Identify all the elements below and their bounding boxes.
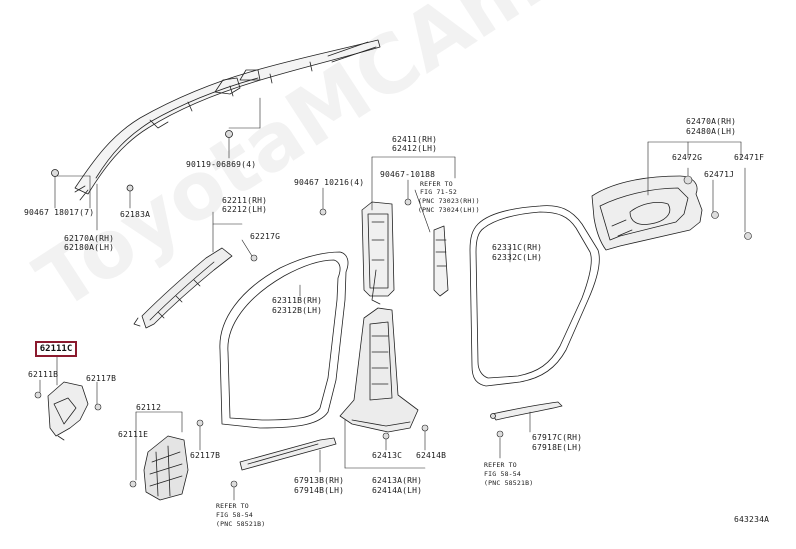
refer-fig71-line2: FIG 71-52 xyxy=(420,188,458,196)
rear-scuff-plate xyxy=(490,401,563,421)
label-62112: 62112 xyxy=(136,403,162,412)
refer-fig71-line4: (PNC 73024(LH)) xyxy=(418,206,480,214)
refer-fig71-line3: (PNC 73023(RH)) xyxy=(418,197,480,205)
refer-fig58-right-line3: (PNC 58521B) xyxy=(484,479,534,487)
label-62480A: 62480A(LH) xyxy=(686,127,737,136)
cowl-side-trim xyxy=(47,381,89,441)
label-62471F: 62471F xyxy=(734,153,765,162)
label-62414A: 62414A(LH) xyxy=(372,486,423,495)
label-62183A: 62183A xyxy=(120,210,151,219)
clips-roof xyxy=(51,130,233,192)
label-62413A: 62413A(RH) xyxy=(372,476,423,485)
refer-fig58-right-line2: FIG 58-54 xyxy=(484,470,522,478)
leaders-misc xyxy=(299,189,511,297)
label-62413C: 62413C xyxy=(372,451,403,460)
seat-belt-anchor xyxy=(433,225,449,297)
leaders-kick xyxy=(129,411,238,501)
label-62331C: 62331C(RH) xyxy=(492,243,543,252)
label-62111E: 62111E xyxy=(118,430,149,439)
rear-door-opening-trim xyxy=(469,205,600,387)
label-62212: 62212(LH) xyxy=(222,205,268,214)
leaders-center-upper xyxy=(319,156,456,216)
label-90467-18017: 90467 18017(7) xyxy=(24,208,95,217)
label-67914B: 67914B(LH) xyxy=(294,486,345,495)
label-62180A: 62180A(LH) xyxy=(64,243,115,252)
refer-fig58-left-line2: FIG 58-54 xyxy=(216,511,254,519)
front-scuff-plate xyxy=(239,437,337,471)
label-62414B: 62414B xyxy=(416,451,447,460)
refer-fig58-left-line3: (PNC 58521B) xyxy=(216,520,266,528)
label-62412: 62412(LH) xyxy=(392,144,438,153)
leaders-front-pillar xyxy=(212,211,258,262)
refer-fig58-left-line1: REFER TO xyxy=(216,502,249,510)
label-90467-10188: 90467-10188 xyxy=(380,170,436,179)
roof-side-garnish xyxy=(74,39,381,201)
front-door-opening-trim xyxy=(219,251,349,429)
label-62411: 62411(RH) xyxy=(392,135,438,144)
front-pillar-garnish xyxy=(133,247,233,329)
label-62332C: 62332C(LH) xyxy=(492,253,543,262)
leaders-center-lower xyxy=(344,419,429,469)
label-62470A: 62470A(RH) xyxy=(686,117,737,126)
label-90467-10216: 90467 10216(4) xyxy=(294,178,365,187)
center-pillar-lower xyxy=(339,307,419,433)
leaders-rear-scuff xyxy=(496,411,531,459)
label-62217G: 62217G xyxy=(250,232,281,241)
refer-fig58-right-line1: REFER TO xyxy=(484,461,517,469)
label-62117B-upper: 62117B xyxy=(86,374,117,383)
leaders-roof xyxy=(54,97,261,231)
label-62312B: 62312B(LH) xyxy=(272,306,323,315)
highlighted-part-62111C[interactable]: 62111C xyxy=(35,341,77,357)
label-62117B-lower: 62117B xyxy=(190,451,221,460)
label-90119-06869: 90119-06869(4) xyxy=(186,160,257,169)
figure-number: 643234A xyxy=(734,515,770,524)
label-67918E: 67918E(LH) xyxy=(532,443,583,452)
refer-fig71-line1: REFER TO xyxy=(420,180,453,188)
label-62472G: 62472G xyxy=(672,153,703,162)
leaders-cowl xyxy=(34,356,102,411)
label-62111B: 62111B xyxy=(28,370,59,379)
label-62471J: 62471J xyxy=(704,170,735,179)
label-67917C: 67917C(RH) xyxy=(532,433,583,442)
label-67913B: 67913B(RH) xyxy=(294,476,345,485)
rear-quarter-trim xyxy=(591,175,703,251)
kick-panel xyxy=(143,435,189,501)
leaders-rear-quarter xyxy=(647,141,752,240)
label-62311B: 62311B(RH) xyxy=(272,296,323,305)
center-pillar-upper xyxy=(361,201,395,305)
label-62170A: 62170A(RH) xyxy=(64,234,115,243)
label-62211: 62211(RH) xyxy=(222,196,268,205)
